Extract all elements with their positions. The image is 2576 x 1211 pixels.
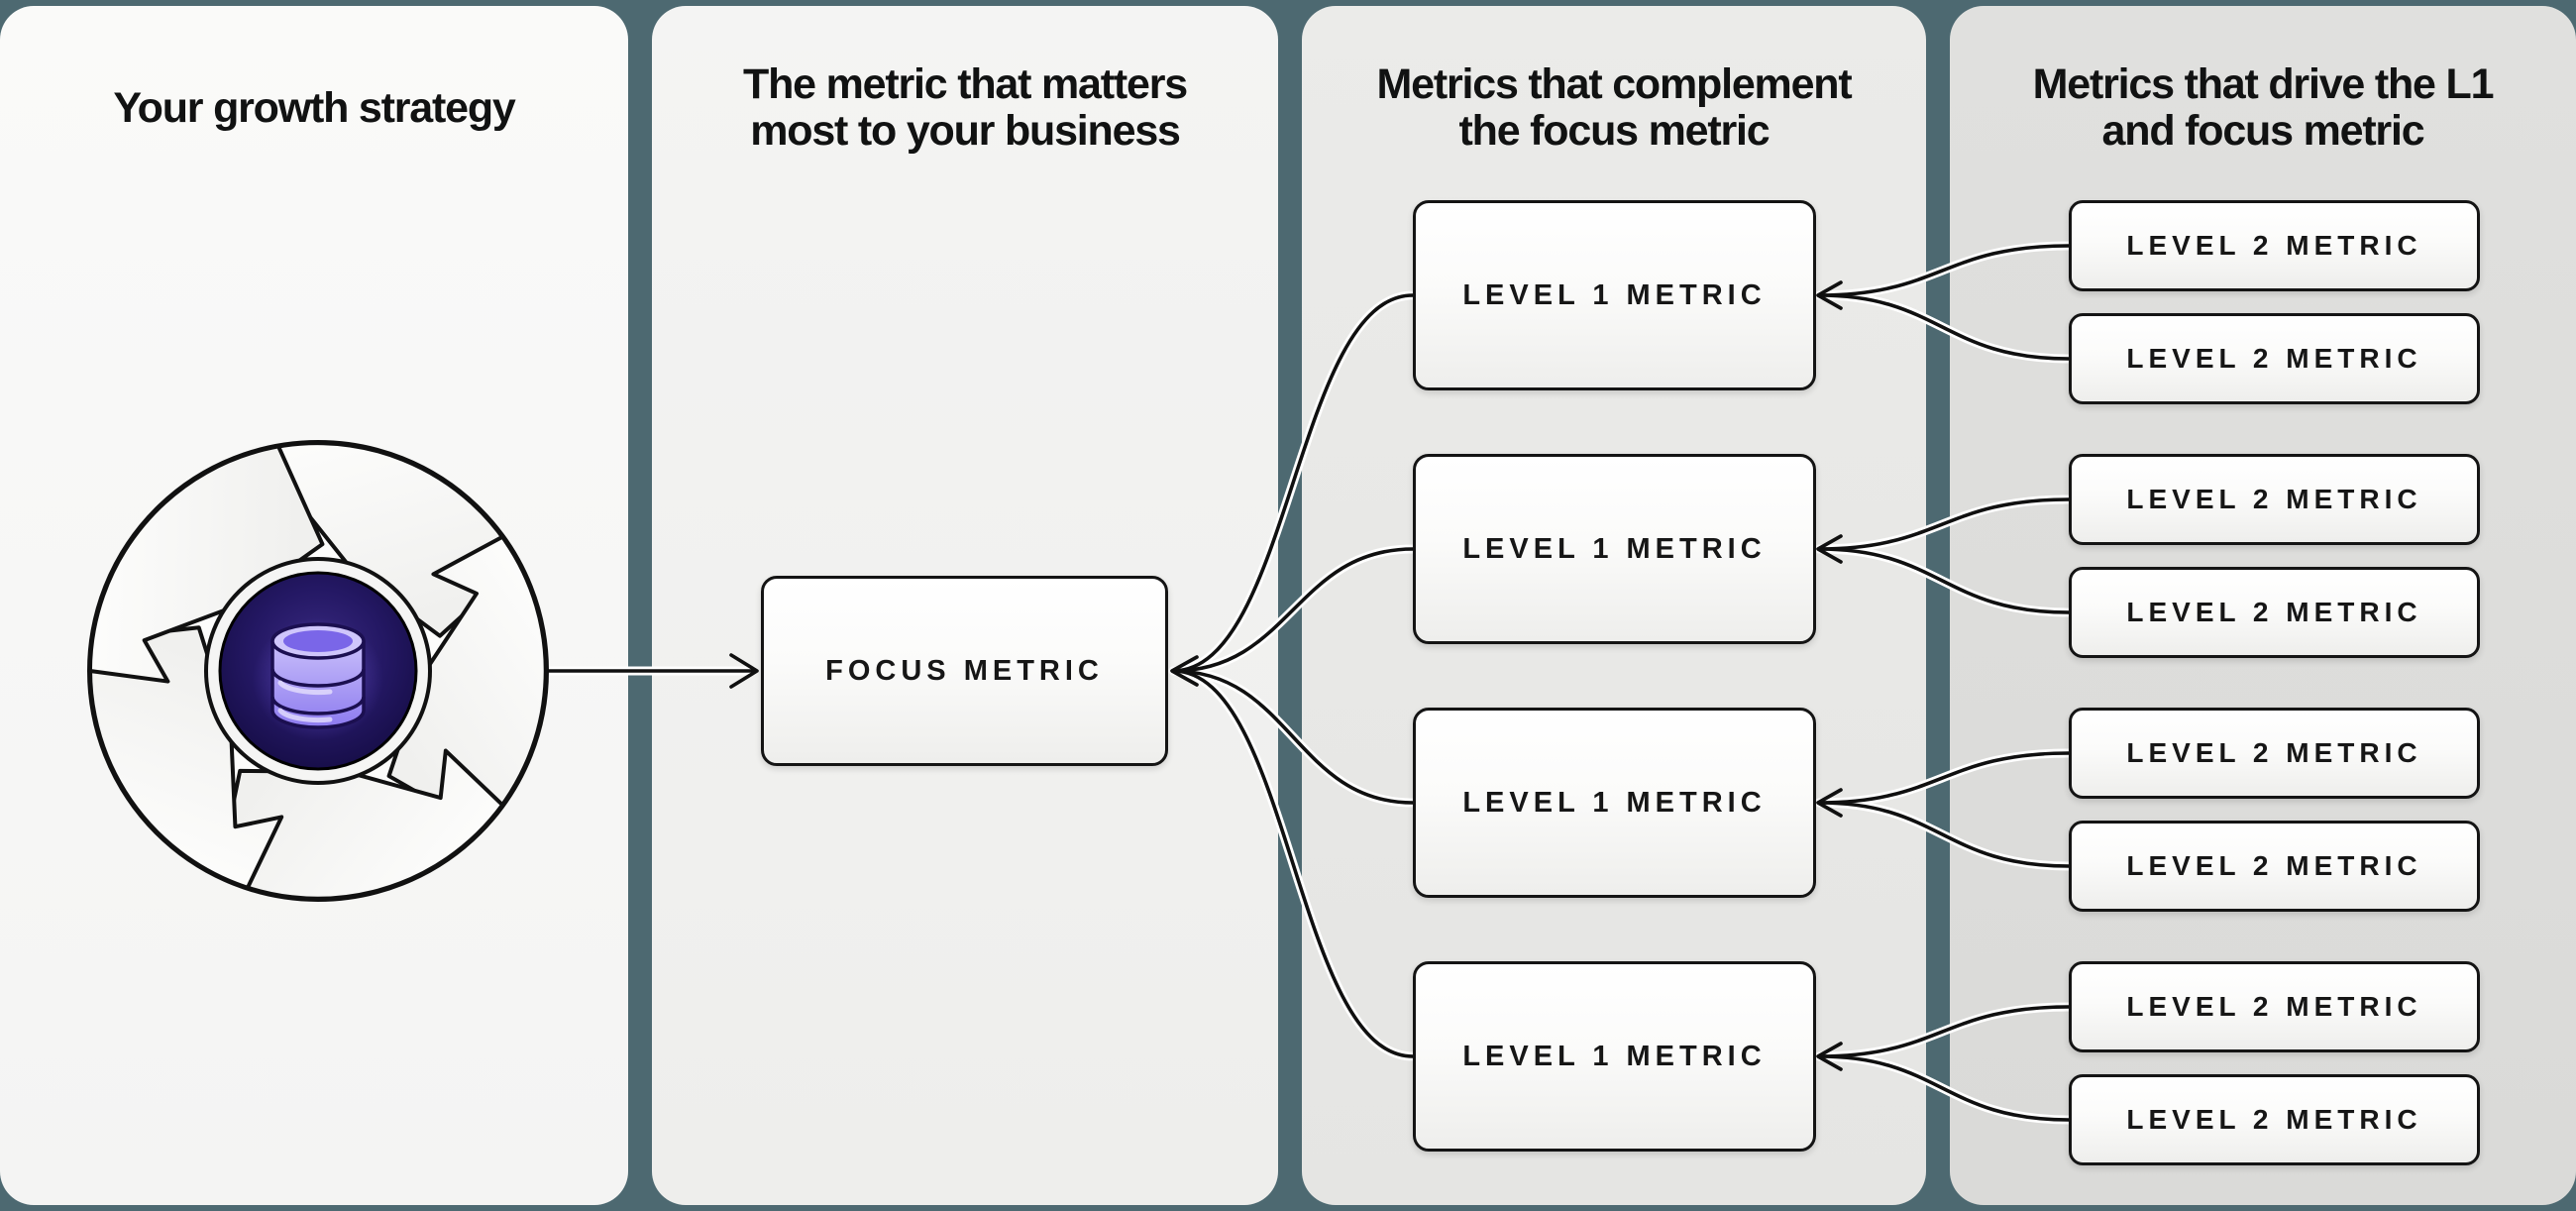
panel-growth-strategy-header: Your growth strategy [0, 54, 628, 163]
panel-growth-strategy: Your growth strategy [0, 6, 628, 1205]
focus-metric-label: FOCUS METRIC [825, 654, 1104, 687]
level2-metric-node-6: LEVEL 2 METRIC [2069, 821, 2480, 912]
level2-metric-node-8: LEVEL 2 METRIC [2069, 1074, 2480, 1165]
level2-metric-label: LEVEL 2 METRIC [2126, 991, 2422, 1022]
header-line: Metrics that drive the L1 [2032, 60, 2495, 108]
header-line: the focus metric [1458, 107, 1771, 155]
level2-metric-label: LEVEL 2 METRIC [2126, 484, 2422, 514]
level1-metric-node-3: LEVEL 1 METRIC [1413, 708, 1816, 898]
panel-level1-metrics-header: Metrics that complement the focus metric [1302, 54, 1926, 163]
header-line: The metric that matters [743, 60, 1188, 108]
header-line: most to your business [750, 107, 1181, 155]
panel-level2-metrics-header: Metrics that drive the L1 and focus metr… [1950, 54, 2576, 163]
level2-metric-node-7: LEVEL 2 METRIC [2069, 961, 2480, 1052]
level2-metric-node-2: LEVEL 2 METRIC [2069, 313, 2480, 404]
level2-metric-node-1: LEVEL 2 METRIC [2069, 200, 2480, 291]
panel-focus-metric-header: The metric that matters most to your bus… [652, 54, 1278, 163]
level1-metric-label: LEVEL 1 METRIC [1462, 278, 1767, 311]
header-line: Your growth strategy [113, 83, 515, 132]
level2-metric-label: LEVEL 2 METRIC [2126, 737, 2422, 768]
level2-metric-node-4: LEVEL 2 METRIC [2069, 567, 2480, 658]
level2-metric-label: LEVEL 2 METRIC [2126, 230, 2422, 261]
level1-metric-node-2: LEVEL 1 METRIC [1413, 454, 1816, 644]
level2-metric-label: LEVEL 2 METRIC [2126, 1104, 2422, 1135]
header-line: and focus metric [2101, 107, 2425, 155]
level1-metric-node-4: LEVEL 1 METRIC [1413, 961, 1816, 1152]
focus-metric-node: FOCUS METRIC [761, 576, 1168, 766]
level2-metric-node-5: LEVEL 2 METRIC [2069, 708, 2480, 799]
level1-metric-node-1: LEVEL 1 METRIC [1413, 200, 1816, 390]
level1-metric-label: LEVEL 1 METRIC [1462, 532, 1767, 565]
level2-metric-node-3: LEVEL 2 METRIC [2069, 454, 2480, 545]
header-line: Metrics that complement [1376, 60, 1853, 108]
level1-metric-label: LEVEL 1 METRIC [1462, 1040, 1767, 1072]
level2-metric-label: LEVEL 2 METRIC [2126, 597, 2422, 627]
level2-metric-label: LEVEL 2 METRIC [2126, 343, 2422, 374]
level2-metric-label: LEVEL 2 METRIC [2126, 850, 2422, 881]
level1-metric-label: LEVEL 1 METRIC [1462, 786, 1767, 819]
